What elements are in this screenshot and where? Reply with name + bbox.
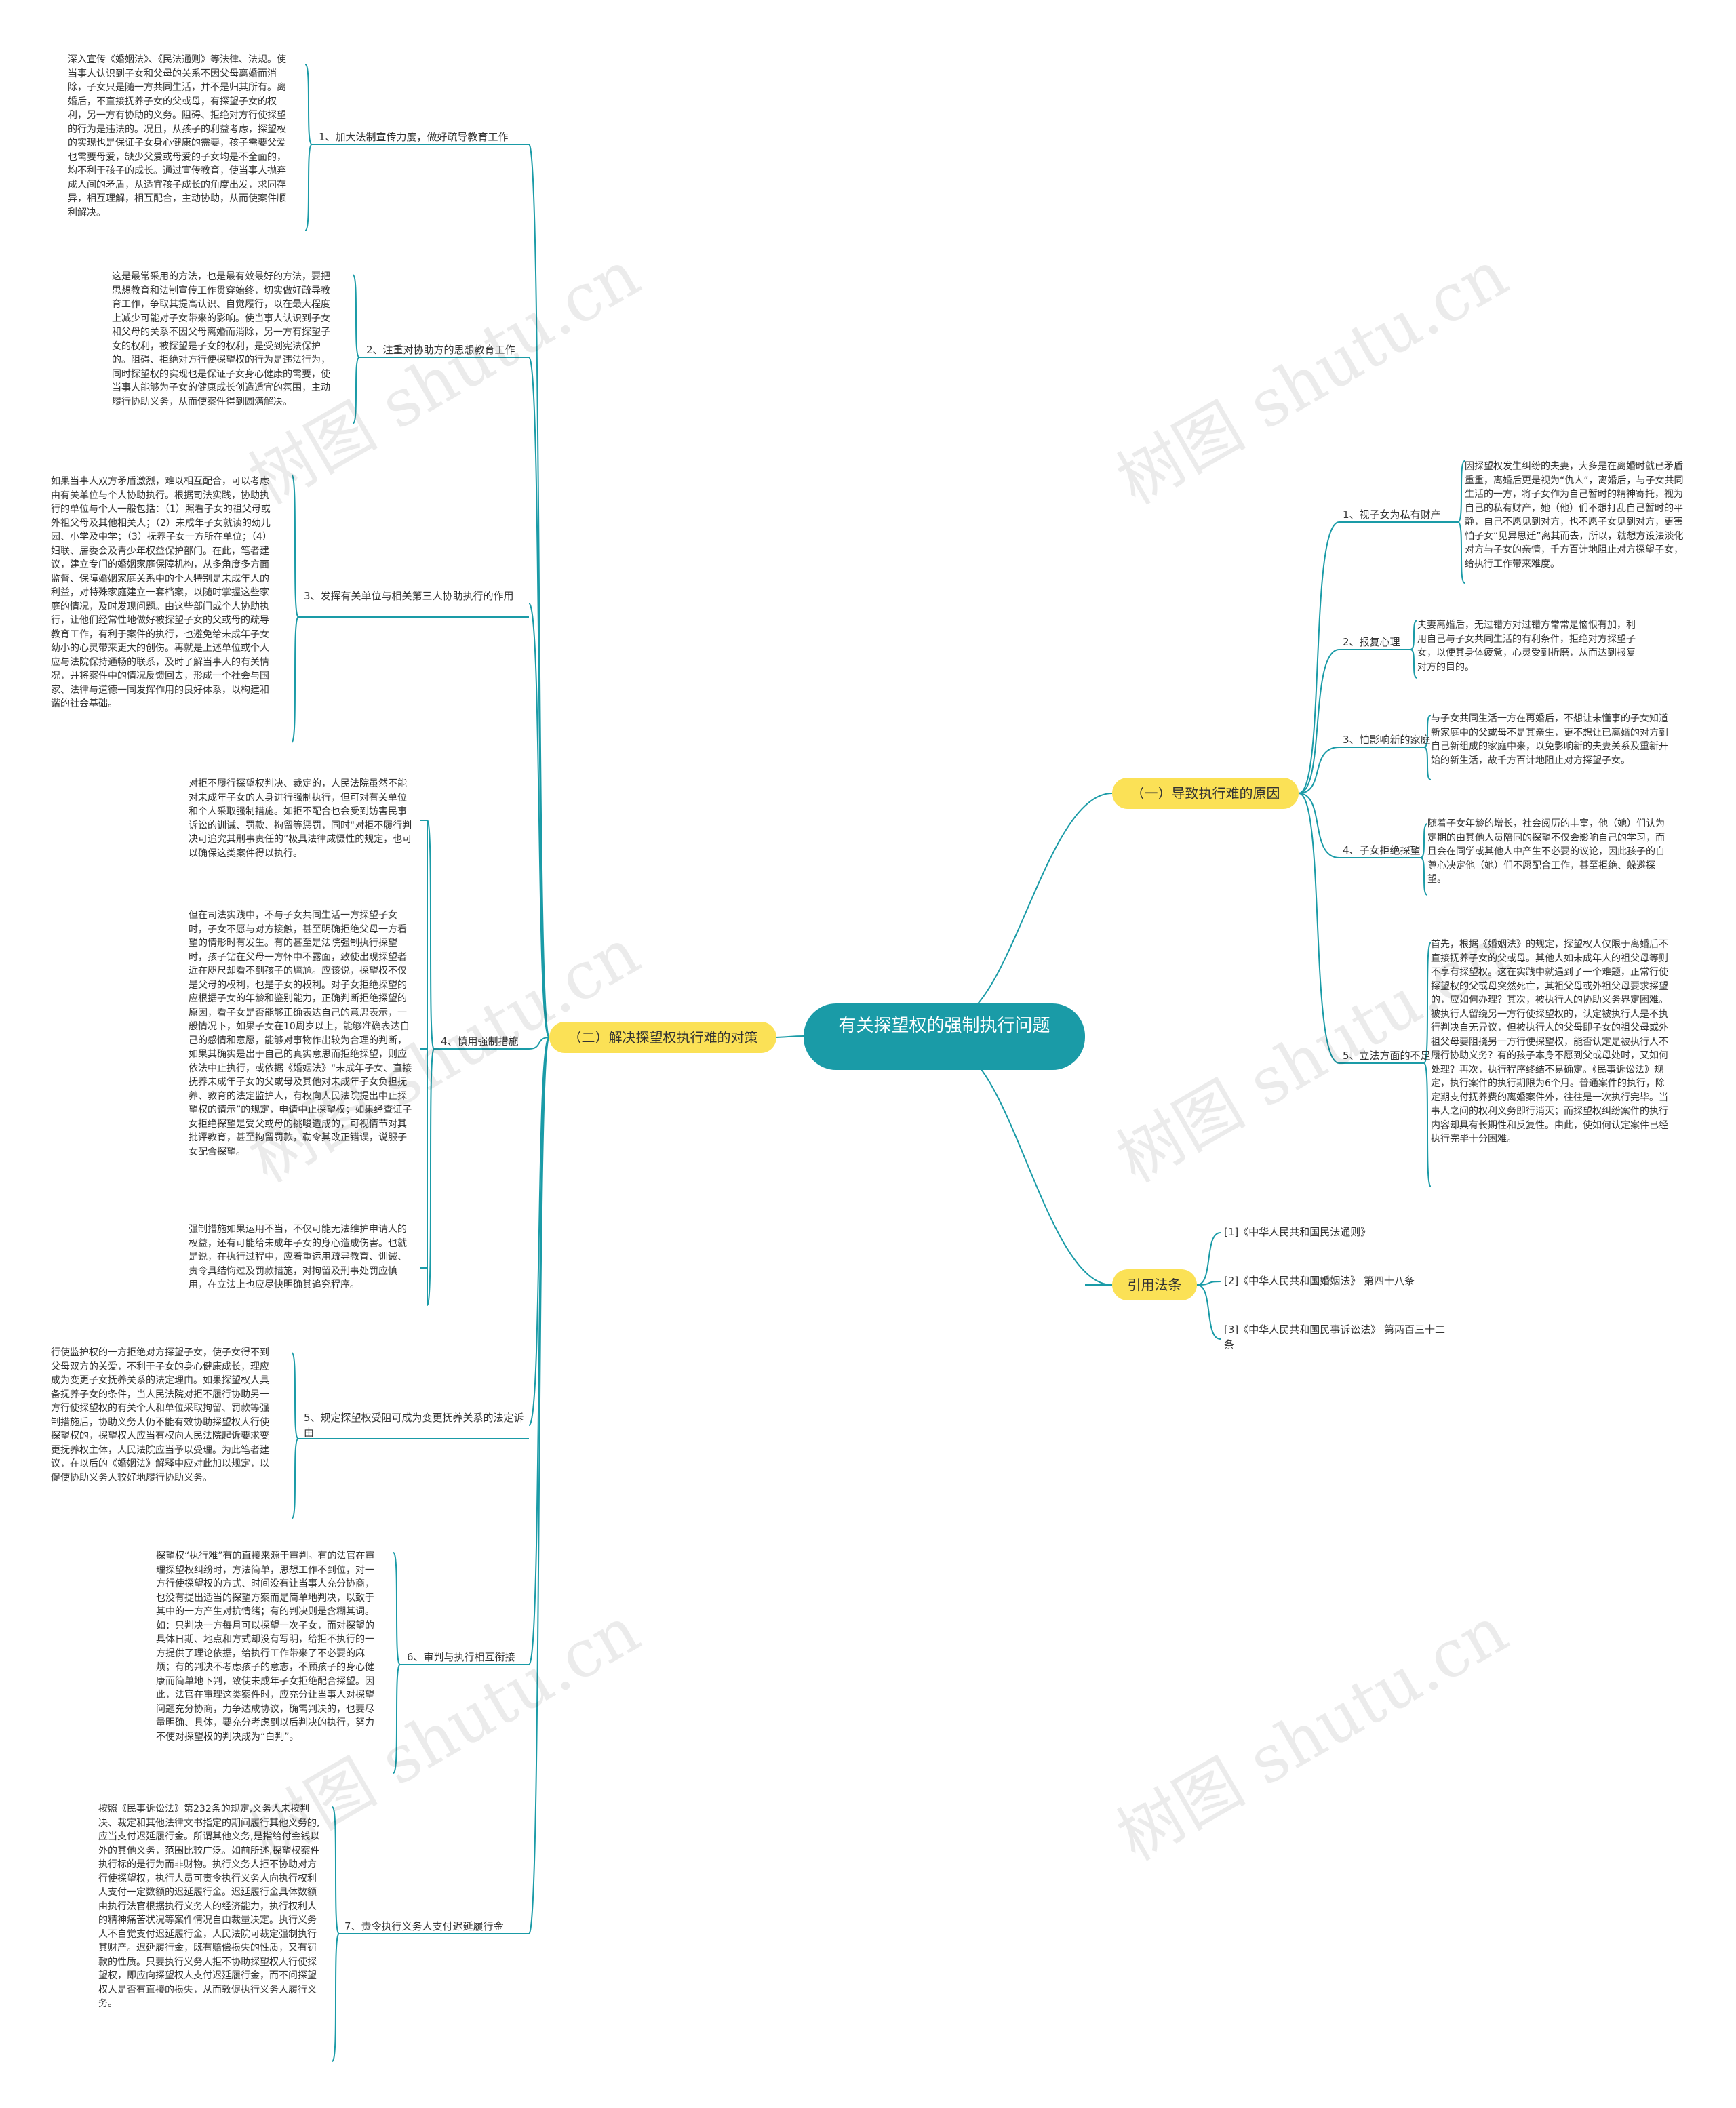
branch-causes-label: （一）导致执行难的原因 [1130, 785, 1280, 801]
measure-label-5[interactable]: 5、规定探望权受阻可成为变更抚养关系的法定诉由 [304, 1412, 524, 1439]
measure-text-4b: 但在司法实践中，不与子女共同生活一方探望子女时，子女不愿与对方接触，甚至明确拒绝… [189, 910, 412, 1157]
root-node[interactable]: 有关探望权的强制执行问题 [804, 1003, 1085, 1070]
law-1[interactable]: [1]《中华人民共和国民法通则》 [1224, 1226, 1371, 1238]
law-2[interactable]: [2]《中华人民共和国婚姻法》 第四十八条 [1224, 1275, 1415, 1287]
measure-text-4a: 对拒不履行探望权判决、裁定的，人民法院虽然不能对未成年子女的人身进行强制执行，但… [189, 778, 412, 859]
bracket-m7 [332, 1806, 340, 2062]
bracket-m5 [291, 1352, 299, 1519]
measure-label-7[interactable]: 7、责令执行义务人支付迟延履行金 [344, 1920, 504, 1932]
link-root-b3 [772, 1035, 804, 1038]
root-title: 有关探望权的强制执行问题 [838, 1016, 1050, 1036]
bracket-c2 [1410, 620, 1418, 679]
cause-text-2: 夫妻离婚后，无过错方对过错方常常是恼恨有加，利用自己与子女共同生活的有利条件，拒… [1417, 620, 1636, 673]
bracket-m4 [427, 820, 435, 1306]
link-b1-c2 [1298, 649, 1340, 794]
cause-text-5: 首先，根据《婚姻法》的规定，探望权人仅限于离婚后不直接抚养子女的父或母。其他人如… [1431, 939, 1668, 1145]
measure-label-4[interactable]: 4、慎用强制措施 [441, 1035, 519, 1048]
branch-measures[interactable]: （二）解决探望权执行难的对策 [549, 1022, 776, 1053]
bracket-c4 [1420, 823, 1428, 896]
branch-causes[interactable]: （一）导致执行难的原因 [1112, 778, 1299, 809]
branch-laws-label: 引用法条 [1127, 1277, 1182, 1293]
cause-label-4[interactable]: 4、子女拒绝探望 [1343, 844, 1421, 856]
cause-label-2[interactable]: 2、报复心理 [1343, 636, 1400, 648]
bracket-c5 [1423, 942, 1432, 1187]
link-b1-c5 [1298, 793, 1340, 1064]
measure-text-7: 按照《民事诉讼法》第232条的规定,义务人未按判决、裁定和其他法律文书指定的期间… [98, 1804, 320, 2009]
measure-text-3: 如果当事人双方矛盾激烈，难以相互配合，可以考虑由有关单位与个人协助执行。根据司法… [51, 476, 272, 709]
link-b1-c4 [1298, 793, 1340, 858]
measure-text-1: 深入宣传《婚姻法》、《民法通则》等法律、法规。使当事人认识到子女和父母的关系不因… [68, 54, 286, 218]
link-root-b1 [949, 793, 1113, 1021]
link-b3-l1 [1196, 1232, 1221, 1286]
bracket-c1 [1457, 460, 1465, 584]
cause-label-1[interactable]: 1、视子女为私有财产 [1343, 509, 1441, 521]
cause-text-1: 因探望权发生纠纷的夫妻，大多是在离婚时就已矛盾重重，离婚后更是视为“仇人”，离婚… [1465, 461, 1684, 570]
link-b2-m2 [528, 357, 550, 1038]
link-b2-m7 [528, 1037, 550, 1934]
bracket-m1 [304, 64, 313, 231]
cause-label-5[interactable]: 5、立法方面的不足 [1343, 1050, 1431, 1062]
branch-measures-label: （二）解决探望权执行难的对策 [568, 1029, 758, 1046]
measure-label-6[interactable]: 6、审判与执行相互衔接 [407, 1651, 515, 1663]
law-3[interactable]: [3]《中华人民共和国民事诉讼法》 第两百三十二条 [1224, 1324, 1446, 1351]
link-b3-l2 [1196, 1281, 1221, 1286]
measure-label-2[interactable]: 2、注重对协助方的思想教育工作 [366, 344, 515, 356]
cause-text-3: 与子女共同生活一方在再婚后，不想让未懂事的子女知道新家庭中的父或母不是其亲生，更… [1431, 713, 1668, 766]
measure-label-1[interactable]: 1、加大法制宣传力度，做好疏导教育工作 [319, 131, 509, 143]
branch-laws[interactable]: 引用法条 [1112, 1269, 1197, 1300]
measure-text-6: 探望权“执行难”有的直接来源于审判。有的法官在审理探望权纠纷时，方法简单，思想工… [156, 1551, 375, 1743]
measure-label-3[interactable]: 3、发挥有关单位与相关第三人协助执行的作用 [304, 590, 514, 602]
link-b2-m4 [528, 1037, 550, 1050]
measure-text-5: 行使监护权的一方拒绝对方探望子女，使子女得不到父母双方的关爱，不利于子女的身心健… [51, 1347, 269, 1484]
bracket-m2 [352, 274, 360, 424]
link-b1-c1 [1298, 521, 1340, 794]
link-b1-c3 [1298, 747, 1340, 794]
measure-text-4c: 强制措施如果运用不当，不仅可能无法维护申请人的权益，还有可能给未成年子女的身心造… [189, 1224, 407, 1290]
link-b2-m3 [528, 603, 550, 1038]
link-root-b2 [949, 1047, 1113, 1286]
bracket-c3 [1423, 715, 1432, 780]
bracket-m3 [291, 474, 299, 743]
link-b2-m1 [528, 144, 550, 1038]
bracket-m6 [393, 1552, 401, 1774]
link-b3-l3 [1196, 1284, 1221, 1340]
cause-label-3[interactable]: 3、怕影响新的家庭 [1343, 734, 1431, 746]
measure-text-2: 这是最常采用的方法，也是最有效最好的方法，要把思想教育和法制宣传工作贯穿始终，切… [112, 271, 330, 407]
link-b2-m5 [528, 1037, 550, 1426]
cause-text-4: 随着子女年龄的增长，社会阅历的丰富，他（她）们认为定期的由其他人员陪同的探望不仅… [1427, 818, 1665, 885]
